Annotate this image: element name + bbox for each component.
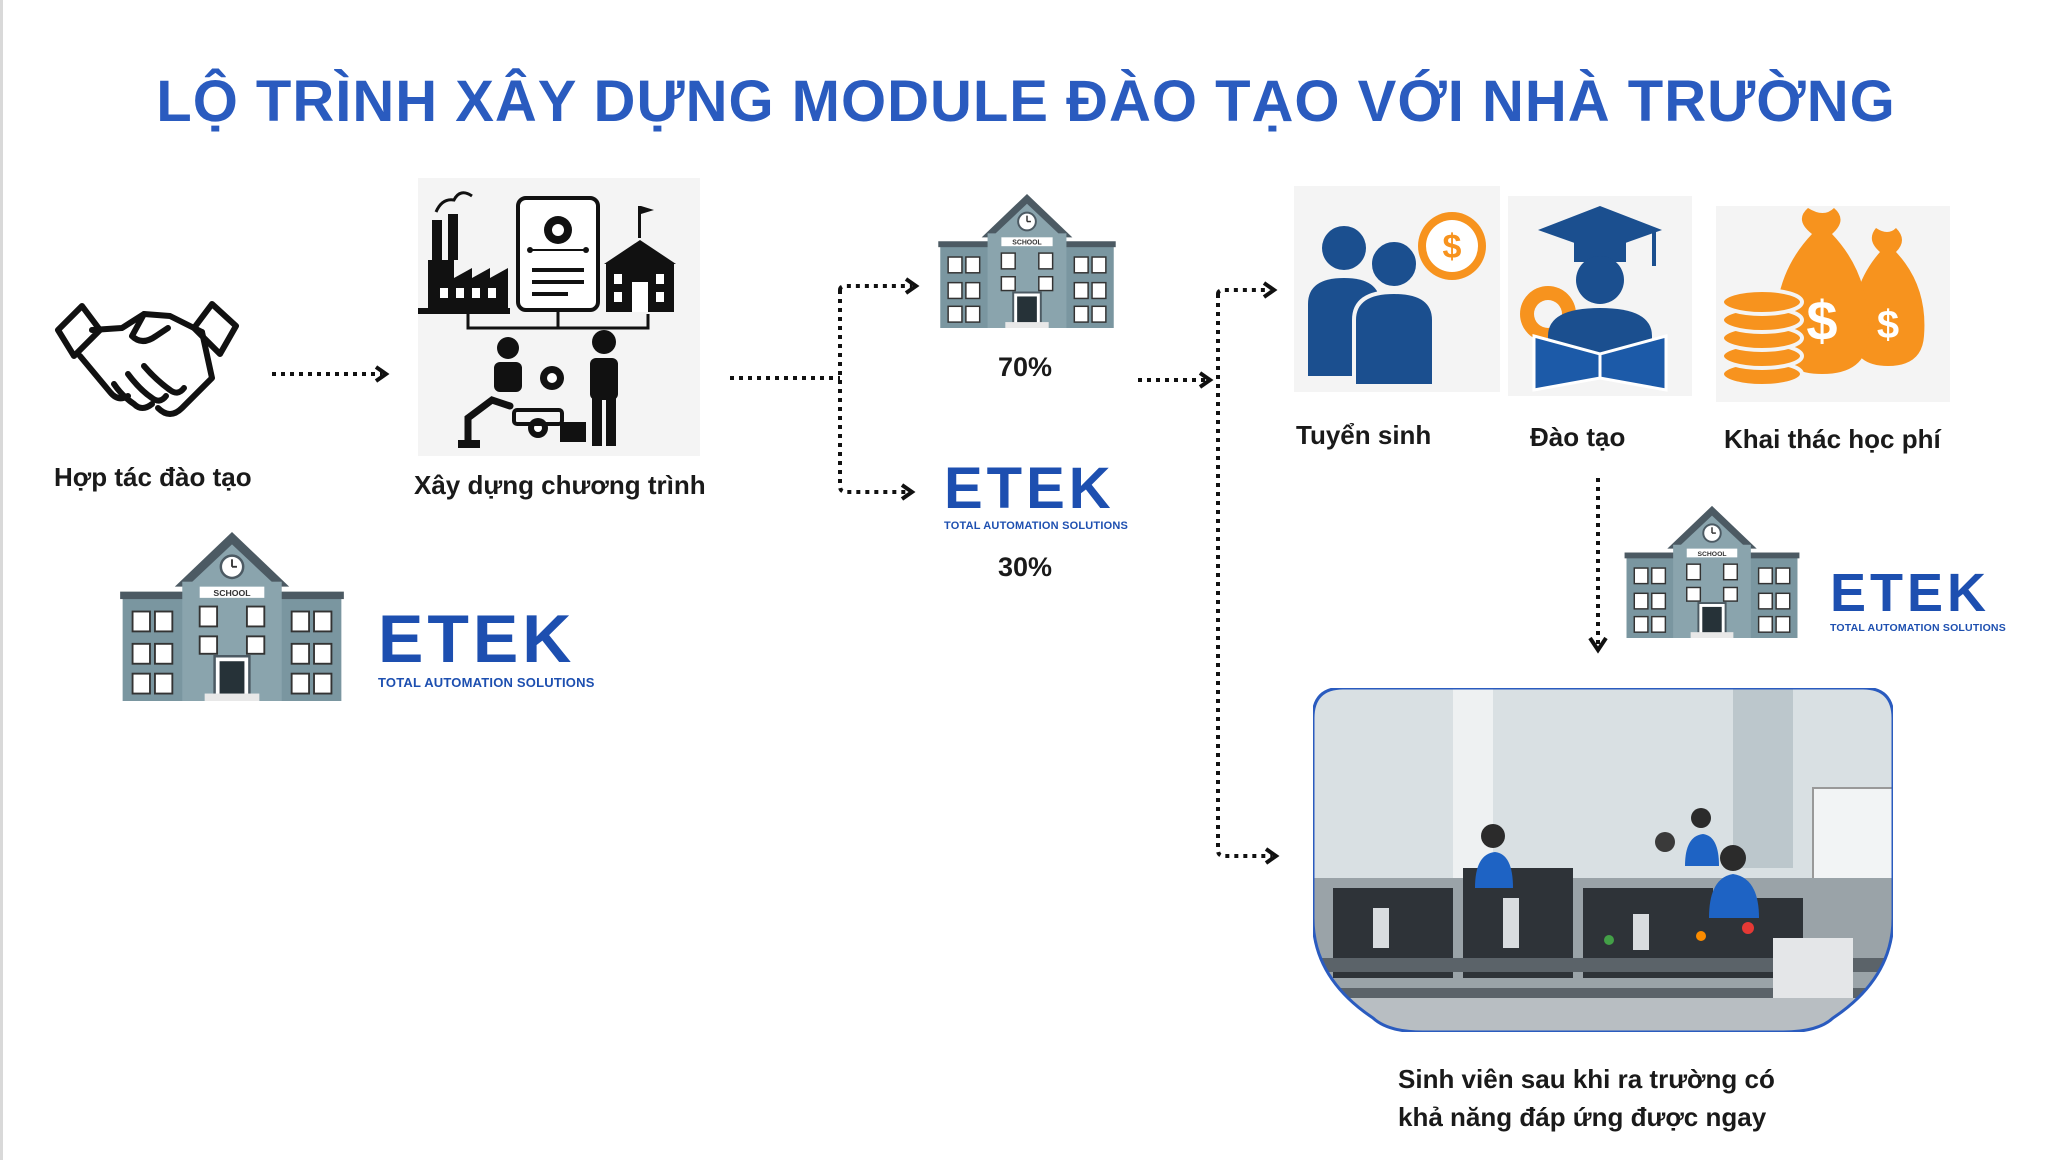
etek-logo-wordmark: ETEK (944, 456, 1115, 521)
page-title: LỘ TRÌNH XÂY DỰNG MODULE ĐÀO TẠO VỚI NHÀ… (156, 69, 1896, 134)
handshake-icon (55, 301, 239, 417)
etek-logo-tagline: TOTAL AUTOMATION SOLUTIONS (378, 675, 595, 690)
school-share-percent: 70% (998, 352, 1053, 382)
etek-logo: ETEK TOTAL AUTOMATION SOLUTIONS (378, 605, 595, 690)
etek-logo-tagline: TOTAL AUTOMATION SOLUTIONS (944, 520, 1129, 532)
etek-logo-tagline: TOTAL AUTOMATION SOLUTIONS (1830, 622, 2006, 634)
training-lab-photo (1313, 688, 1893, 1032)
school-building-icon (114, 527, 350, 701)
etek-logo-wordmark: ETEK (378, 601, 576, 677)
dotted-down-arrow (1588, 478, 1608, 654)
etek-share-percent: 30% (998, 552, 1053, 582)
svg-text:$: $ (1443, 228, 1462, 266)
outcome-line-1: Sinh viên sau khi ra trường có (1398, 1064, 1775, 1094)
etek-logo-wordmark: ETEK (1830, 563, 1991, 623)
etek-logo: ETEK TOTAL AUTOMATION SOLUTIONS (944, 456, 1129, 533)
outcome-text: Sinh viên sau khi ra trường có khả năng … (1398, 1060, 1838, 1136)
program-development-icon (418, 178, 700, 456)
dotted-split-arrow (730, 277, 920, 501)
outcome-line-2: khả năng đáp ứng được ngay (1398, 1102, 1767, 1132)
etek-logo: ETEK TOTAL AUTOMATION SOLUTIONS (1830, 566, 2006, 634)
school-building-icon (1622, 502, 1802, 638)
step-training-label: Đào tạo (1530, 422, 1626, 452)
svg-text:$: $ (1877, 303, 1899, 347)
step-recruit-label: Tuyển sinh (1296, 420, 1432, 450)
step-cooperation-label: Hợp tác đào tạo (54, 462, 252, 492)
graduate-training-icon (1508, 196, 1692, 396)
school-building-icon (934, 190, 1120, 328)
dotted-arrow (272, 365, 390, 383)
slide-border (0, 0, 3, 1160)
recruitment-icon: $ (1294, 186, 1500, 392)
money-bags-icon: $ $ (1716, 206, 1950, 402)
step-tuition-label: Khai thác học phí (1724, 424, 1941, 454)
dotted-branch-arrow (1138, 281, 1280, 865)
svg-text:$: $ (1806, 289, 1837, 352)
step-program-label: Xây dựng chương trình (414, 470, 706, 500)
